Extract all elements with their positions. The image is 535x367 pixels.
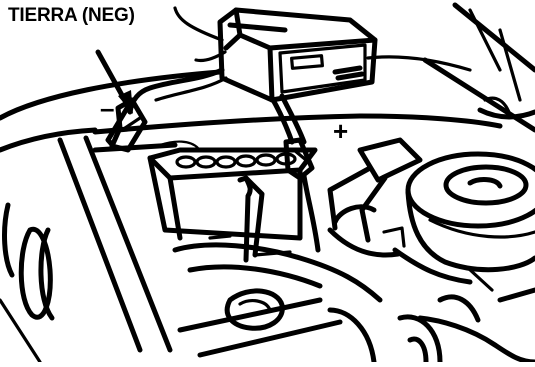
ground-leader-arrow (98, 52, 133, 114)
ground-cable (108, 70, 226, 150)
engine-bay-edge (95, 116, 500, 150)
open-hood (425, 5, 535, 130)
battery-charger (175, 8, 470, 100)
ground-label: TIERRA (NEG) (8, 5, 135, 26)
vehicle-fender (0, 72, 220, 362)
engine-parts (330, 140, 535, 362)
battery (150, 142, 315, 260)
radiator-area (175, 236, 440, 362)
positive-sign: + (333, 116, 349, 146)
air-cleaner (408, 154, 535, 270)
negative-sign: – (100, 93, 115, 123)
positive-cable (272, 96, 318, 250)
